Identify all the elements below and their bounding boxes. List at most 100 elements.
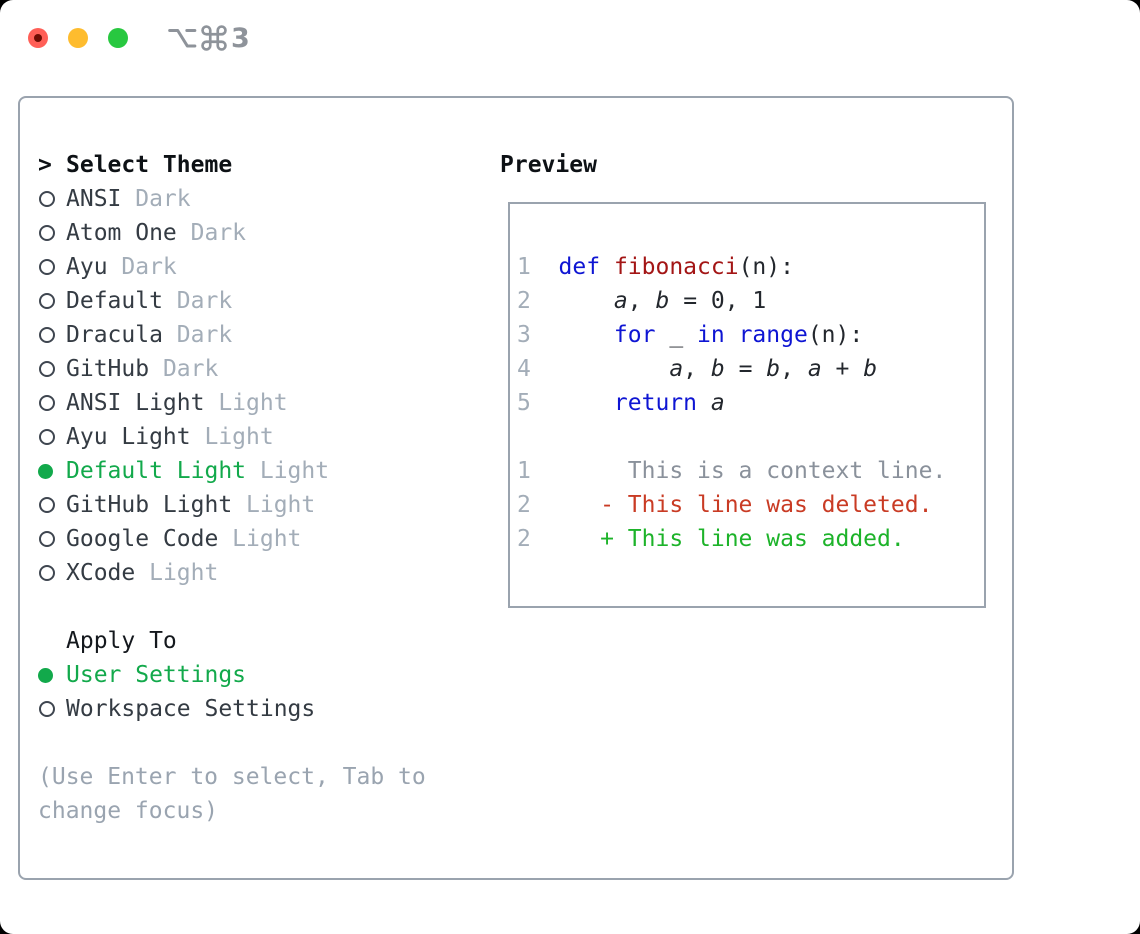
code-token: a — [807, 356, 822, 382]
code-line — [517, 420, 946, 454]
theme-name: ANSI Light — [66, 390, 205, 416]
option-icon — [168, 29, 197, 48]
theme-name: GitHub — [66, 356, 150, 382]
code-token: , — [627, 288, 656, 314]
radio-cell — [38, 225, 66, 241]
hint-text: change focus) — [38, 798, 219, 824]
select-theme-title: Select Theme — [66, 152, 233, 178]
code-token — [559, 492, 601, 518]
radio-unselected-icon — [39, 327, 55, 343]
radio-cell — [38, 701, 66, 717]
line-number: 5 — [517, 390, 531, 416]
focus-marker-cell: > — [38, 148, 66, 182]
code-line: 4 a, b = b, a + b — [517, 352, 946, 386]
radio-unselected-icon — [39, 259, 55, 275]
preview-box — [508, 202, 986, 608]
theme-option-atom-one[interactable]: Atom One Dark — [38, 216, 426, 250]
code-token — [559, 288, 614, 314]
theme-option-xcode[interactable]: XCode Light — [38, 556, 426, 590]
code-token — [559, 356, 670, 382]
radio-unselected-icon — [39, 497, 55, 513]
code-line: 1 This is a context line. — [517, 454, 946, 488]
code-token — [559, 390, 614, 416]
code-line: 5 return a — [517, 386, 946, 420]
radio-selected-icon — [38, 667, 53, 683]
theme-name: XCode — [66, 560, 136, 586]
code-token: (n): — [807, 322, 864, 348]
settings-option-workspace-settings[interactable]: Workspace Settings — [38, 692, 426, 726]
apply-to-header: Apply To — [38, 624, 426, 658]
theme-name: Atom One — [66, 220, 177, 246]
radio-unselected-icon — [39, 191, 55, 207]
code-token: _ — [655, 322, 698, 348]
radio-cell — [38, 565, 66, 581]
hint-line: change focus) — [38, 794, 426, 828]
radio-cell — [38, 667, 66, 683]
code-token: + — [821, 356, 864, 382]
close-button[interactable] — [28, 28, 48, 48]
command-icon — [201, 25, 227, 51]
code-token: , — [780, 356, 808, 382]
theme-variant-label: Light — [149, 560, 219, 586]
theme-name: GitHub Light — [66, 492, 233, 518]
code-token: fibonacci — [613, 254, 739, 280]
code-token: + This line was added. — [600, 526, 905, 552]
theme-variant-label: Light — [204, 424, 274, 450]
radio-selected-icon — [38, 463, 53, 479]
code-token — [559, 458, 628, 484]
radio-cell — [38, 429, 66, 445]
theme-variant-label: Light — [232, 526, 302, 552]
line-number: 2 — [517, 526, 531, 552]
hint-text: (Use Enter to select, Tab to — [38, 764, 426, 790]
code-token: a — [710, 390, 725, 416]
settings-option-user-settings[interactable]: User Settings — [38, 658, 426, 692]
settings-option-label: Workspace Settings — [66, 696, 316, 722]
code-token — [600, 254, 614, 280]
code-token: , — [683, 356, 711, 382]
theme-option-ayu-light[interactable]: Ayu Light Light — [38, 420, 426, 454]
radio-unselected-icon — [39, 701, 55, 717]
preview-heading: Preview — [500, 152, 597, 178]
code-line: 2 + This line was added. — [517, 522, 946, 556]
code-token — [559, 526, 601, 552]
line-number: 3 — [517, 322, 531, 348]
select-theme-header: >Select Theme — [38, 148, 426, 182]
theme-name: Default — [66, 288, 163, 314]
theme-name: Ayu Light — [66, 424, 191, 450]
spacer — [38, 590, 426, 624]
radio-unselected-icon — [39, 361, 55, 377]
radio-cell — [38, 497, 66, 513]
code-token: = — [724, 356, 767, 382]
radio-cell — [38, 327, 66, 343]
minimize-button[interactable] — [68, 28, 88, 48]
code-token: b — [655, 288, 670, 314]
line-number: 2 — [517, 288, 531, 314]
radio-unselected-icon — [39, 429, 55, 445]
radio-cell — [38, 191, 66, 207]
code-token: a — [669, 356, 684, 382]
radio-unselected-icon — [39, 395, 55, 411]
radio-cell — [38, 531, 66, 547]
code-token — [725, 322, 739, 348]
theme-variant-label: Dark — [190, 220, 247, 246]
apply-to-title: Apply To — [66, 628, 177, 654]
tab-shortcut-label: 3 — [167, 22, 250, 54]
theme-variant-label: Light — [259, 458, 330, 484]
code-token: = 0, 1 — [669, 288, 767, 314]
zoom-button[interactable] — [108, 28, 128, 48]
code-token: range — [738, 322, 808, 348]
theme-name: ANSI — [66, 186, 122, 212]
line-number: 4 — [517, 356, 531, 382]
